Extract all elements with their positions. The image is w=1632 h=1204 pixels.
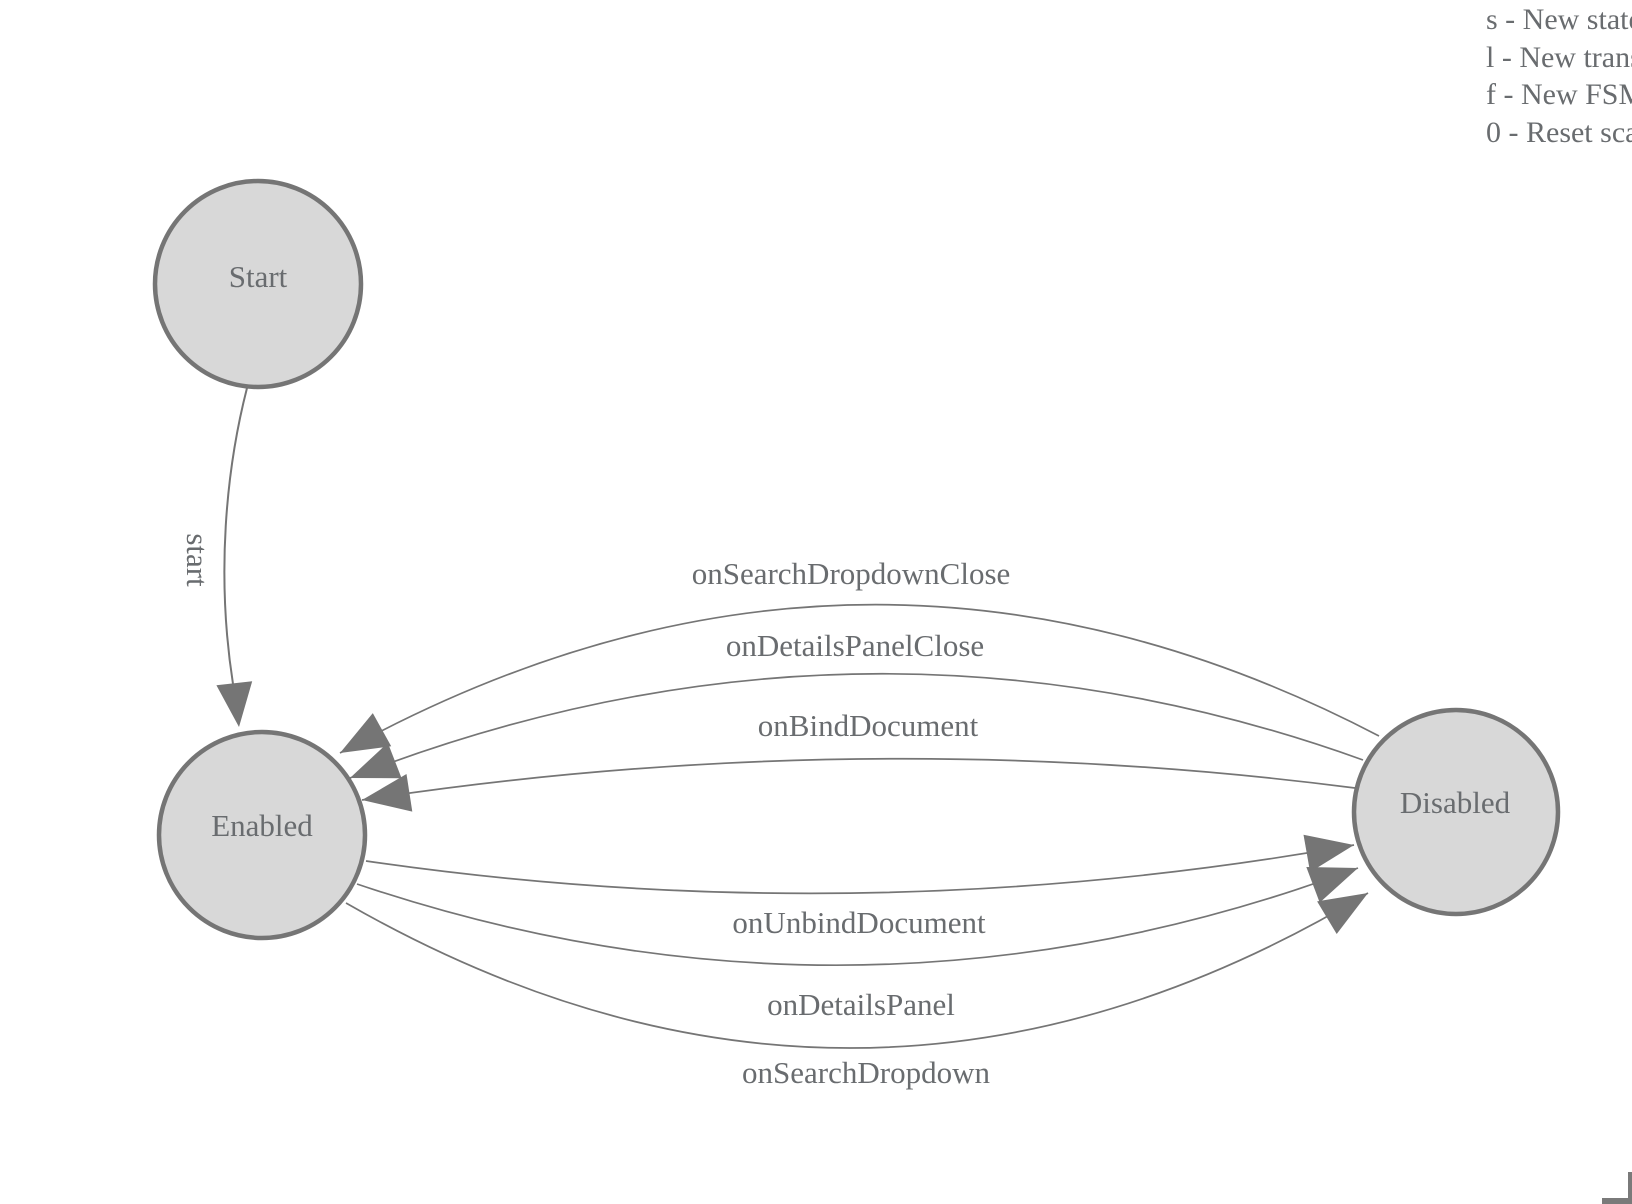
arrowhead-onSearchDropdownClose <box>340 713 392 753</box>
arrowhead-onDetailsPanel <box>1306 867 1358 903</box>
state-node-enabled[interactable] <box>156 729 368 941</box>
state-node-start[interactable] <box>152 178 364 390</box>
state-label-disabled: Disabled <box>1399 785 1511 820</box>
arrowhead-onUnbindDocument <box>1303 834 1354 873</box>
state-label-start: Start <box>228 259 288 294</box>
transition-edge-onSearchDropdownClose[interactable] <box>339 603 1380 754</box>
transition-edge-onDetailsPanel[interactable] <box>356 867 1359 967</box>
transition-label-onDetailsPanel: onDetailsPanel <box>767 987 955 1022</box>
legend-line-new-fsm: f - New FSM <box>1486 78 1632 111</box>
transition-label-start: start <box>180 533 215 587</box>
transition-edge-onUnbindDocument[interactable] <box>365 844 1355 895</box>
state-node-disabled[interactable] <box>1351 707 1561 917</box>
arrowhead-onDetailsPanelClose <box>350 742 402 779</box>
transition-label-onBindDocument: onBindDocument <box>757 708 979 743</box>
transition-edge-onDetailsPanelClose[interactable] <box>349 672 1364 779</box>
arrowhead-onSearchDropdown <box>1317 893 1368 934</box>
transition-edge-start[interactable] <box>223 387 248 685</box>
arrowhead-onBindDocument <box>362 774 413 812</box>
canvas-resize-corner[interactable] <box>1602 1172 1632 1204</box>
transition-label-onDetailsPanelClose: onDetailsPanelClose <box>725 628 985 663</box>
transition-label-onSearchDropdown: onSearchDropdown <box>742 1055 990 1090</box>
transition-label-onUnbindDocument: onUnbindDocument <box>732 905 986 940</box>
legend-line-reset-scale: 0 - Reset scale <box>1486 115 1632 149</box>
legend-line-new-state: s - New state <box>1486 3 1632 36</box>
transition-label-onSearchDropdownClose: onSearchDropdownClose <box>691 556 1011 591</box>
transition-edge-onBindDocument[interactable] <box>361 757 1356 801</box>
legend-line-new-transition: l - New transition <box>1486 40 1632 74</box>
shortcut-legend: s - New state l - New transition f - New… <box>1486 1 1632 151</box>
state-label-enabled: Enabled <box>211 808 313 843</box>
transition-edge-onSearchDropdown[interactable] <box>345 892 1369 1049</box>
arrowhead-start <box>216 681 253 727</box>
